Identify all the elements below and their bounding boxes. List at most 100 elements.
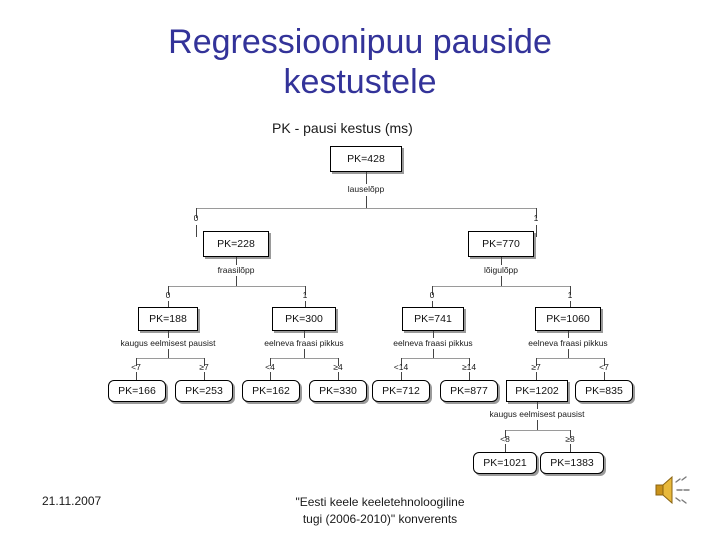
connector-l3a-drop-left	[136, 372, 137, 380]
connector-root-drop-left	[196, 225, 197, 237]
tree-branch-label-l2r-1: 1	[567, 290, 573, 300]
tree-leaf-6: PK=877	[440, 380, 498, 402]
connector-l3a-branch-1	[204, 358, 205, 366]
tree-node-value: PK=162	[252, 384, 290, 397]
tree-node-value: PK=330	[319, 384, 357, 397]
connector-root-branch-1	[536, 208, 537, 218]
tree-branch-label-l3c-0: <14	[393, 362, 409, 372]
tree-leaf-5: PK=712	[372, 380, 430, 402]
connector-root-drop-right	[536, 225, 537, 237]
tree-node-value: PK=741	[414, 312, 452, 325]
connector-l3d-drop-right	[604, 372, 605, 380]
connector-l2l-split-down	[236, 276, 237, 286]
connector-l2r-to-split	[501, 257, 502, 265]
connector-l2r-branch-0	[432, 286, 433, 295]
tree-node-value: PK=428	[347, 152, 385, 165]
connector-l2l-to-split	[236, 257, 237, 265]
connector-l2r-drop-left	[432, 301, 433, 311]
tree-node-level3-a: PK=188	[138, 307, 198, 331]
tree-split-label-level3-c: eelneva fraasi pikkus	[393, 338, 473, 348]
tree-node-value: PK=770	[482, 237, 520, 250]
tree-node-value: PK=188	[149, 312, 187, 325]
tree-branch-label-l4-1: ≥8	[565, 434, 575, 444]
connector-l3a-split-down	[168, 349, 169, 358]
connector-l3a-to-split	[168, 331, 169, 338]
connector-l3b-branch-1	[338, 358, 339, 366]
page-title-line-2: kestustele	[283, 63, 437, 101]
connector-l3b-drop-left	[270, 372, 271, 380]
footer-conference: "Eesti keele keeletehnoloogiline tugi (2…	[230, 494, 530, 528]
connector-l3d-branch-0	[536, 358, 537, 366]
tree-split-label-level3-b: eelneva fraasi pikkus	[264, 338, 344, 348]
connector-l3c-branch-0	[401, 358, 402, 366]
tree-node-value: PK=1202	[515, 384, 559, 397]
tree-node-level3-c: PK=741	[402, 307, 464, 331]
tree-leaf-9: PK=1021	[473, 452, 537, 474]
tree-split-label-root: lauselõpp	[347, 184, 385, 194]
connector-l3a-branch-0	[136, 358, 137, 366]
connector-l4-branch-0	[505, 430, 506, 438]
speaker-icon[interactable]	[648, 468, 696, 512]
connector-l3c-branch-1	[469, 358, 470, 366]
tree-branch-label-l4-0: <8	[500, 434, 510, 444]
connector-l4-drop-left	[505, 444, 506, 452]
tree-node-value: PK=835	[585, 384, 623, 397]
connector-l4-horizontal	[505, 430, 570, 431]
tree-branch-label-l3a-1: ≥7	[199, 362, 209, 372]
connector-l3c-to-split	[433, 331, 434, 338]
connector-l2l-horizontal	[168, 286, 305, 287]
tree-split-label-level4: kaugus eelmisest pausist	[489, 409, 585, 419]
connector-root-to-split	[366, 172, 367, 184]
tree-node-level2-right: PK=770	[468, 231, 534, 257]
tree-split-label-level3-a: kaugus eelmisest pausist	[120, 338, 216, 348]
connector-l3d-split-down	[568, 349, 569, 358]
connector-l3c-drop-right	[469, 372, 470, 380]
connector-l2l-branch-1	[305, 286, 306, 295]
tree-node-level2-left: PK=228	[203, 231, 269, 257]
connector-l3c-split-down	[433, 349, 434, 358]
connector-l4-split-down	[537, 420, 538, 430]
tree-leaf-10: PK=1383	[540, 452, 604, 474]
connector-l4-branch-1	[570, 430, 571, 438]
tree-node-value: PK=1383	[550, 456, 594, 469]
tree-branch-label-root-0: 0	[193, 213, 199, 223]
tree-branch-label-l3d-0: ≥7	[531, 362, 541, 372]
tree-leaf-8: PK=835	[575, 380, 633, 402]
connector-root-split-down	[366, 196, 367, 208]
tree-leaf-3: PK=162	[242, 380, 300, 402]
tree-node-value: PK=300	[285, 312, 323, 325]
connector-root-horizontal	[196, 208, 536, 209]
tree-node-level4-pk1202: PK=1202	[506, 380, 568, 402]
connector-l2r-split-down	[501, 276, 502, 286]
connector-l3b-split-down	[304, 349, 305, 358]
tree-branch-label-root-1: 1	[533, 213, 539, 223]
connector-l2r-drop-right	[570, 301, 571, 311]
tree-branch-label-l3a-0: <7	[131, 362, 141, 372]
tree-node-root: PK=428	[330, 146, 402, 172]
connector-l4-drop-right	[570, 444, 571, 452]
tree-branch-label-l3b-0: <4	[265, 362, 275, 372]
tree-branch-label-l2l-1: 1	[302, 290, 308, 300]
connector-l3b-drop-right	[338, 372, 339, 380]
tree-node-value: PK=228	[217, 237, 255, 250]
tree-leaf-4: PK=330	[309, 380, 367, 402]
tree-split-label-level3-d: eelneva fraasi pikkus	[528, 338, 608, 348]
footer-conference-line-1: "Eesti keele keeletehnoloogiline	[295, 495, 465, 509]
tree-node-value: PK=1060	[546, 312, 590, 325]
connector-l2r-branch-1	[570, 286, 571, 295]
connector-l3a-horizontal	[136, 358, 204, 359]
footer-date: 21.11.2007	[42, 494, 102, 508]
connector-l3c-drop-left	[401, 372, 402, 380]
connector-l2l-drop-left	[168, 301, 169, 311]
tree-branch-label-l3b-1: ≥4	[333, 362, 343, 372]
connector-l3b-horizontal	[270, 358, 338, 359]
tree-split-label-level2-left: fraasilõpp	[217, 265, 255, 275]
connector-l3b-branch-0	[270, 358, 271, 366]
tree-branch-label-l3c-1: ≥14	[461, 362, 477, 372]
footer-conference-line-2: tugi (2006-2010)" konverents	[302, 512, 458, 526]
connector-l3d-to-split	[568, 331, 569, 338]
tree-branch-label-l2l-0: 0	[165, 290, 171, 300]
page-title-line-1: Regressioonipuu pauside	[168, 23, 552, 61]
tree-leaf-1: PK=166	[108, 380, 166, 402]
figure-caption: PK - pausi kestus (ms)	[272, 120, 413, 136]
